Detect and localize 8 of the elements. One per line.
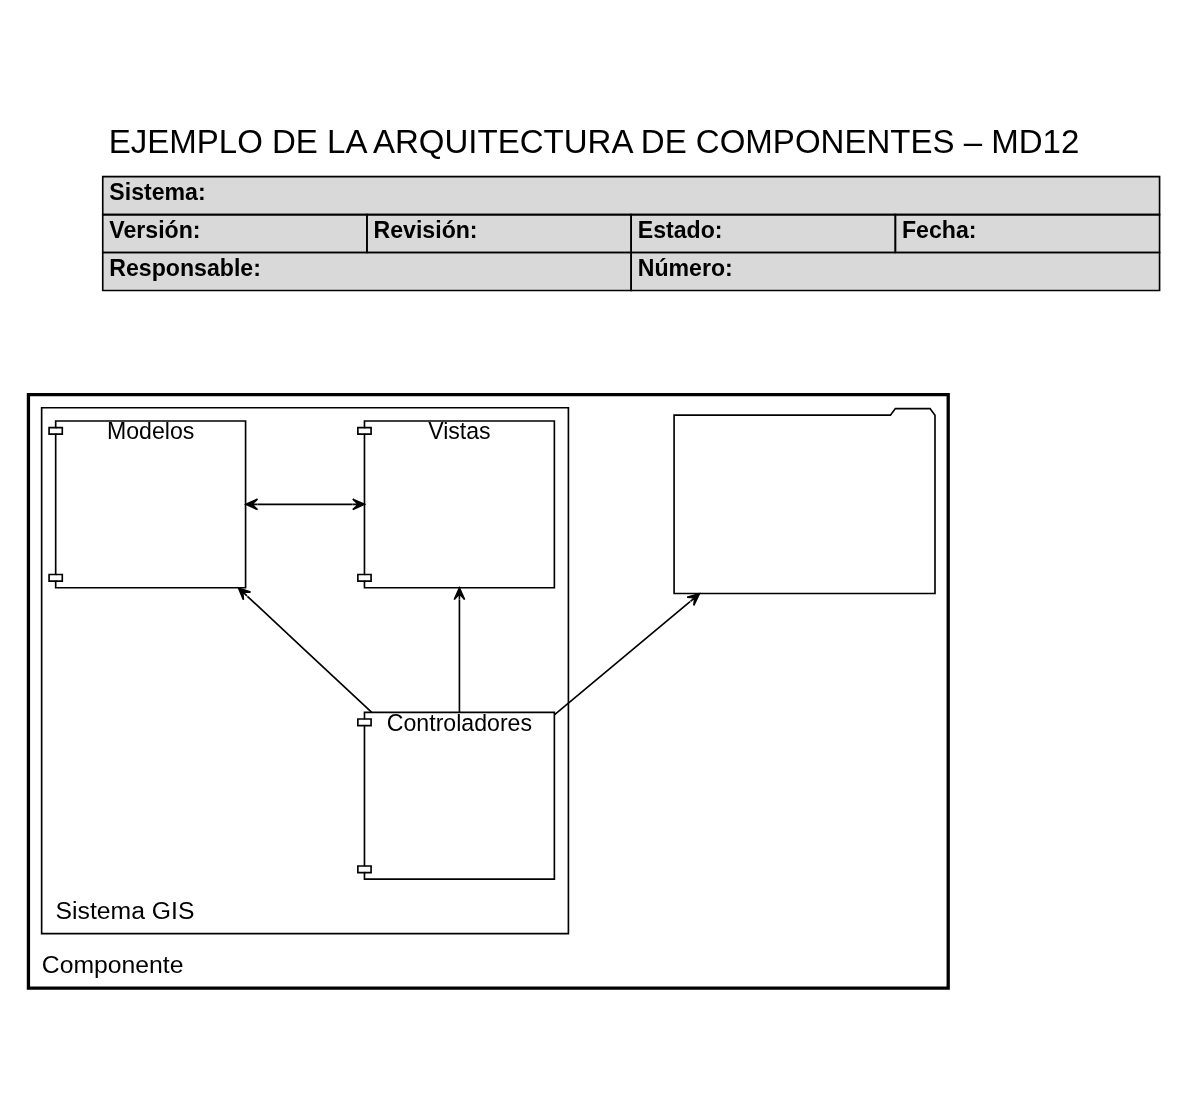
diagram-title: EJEMPLO DE LA ARQUITECTURA DE COMPONENTES – MD12 — [108, 122, 1080, 160]
label: Fecha: — [901, 216, 977, 243]
label: Sistema: — [109, 178, 206, 205]
label: Versión: — [109, 216, 201, 243]
label: Revisión: — [373, 216, 478, 243]
label: Estado: — [637, 216, 723, 243]
label: Responsable: — [109, 254, 261, 281]
label: Número: — [637, 254, 733, 281]
